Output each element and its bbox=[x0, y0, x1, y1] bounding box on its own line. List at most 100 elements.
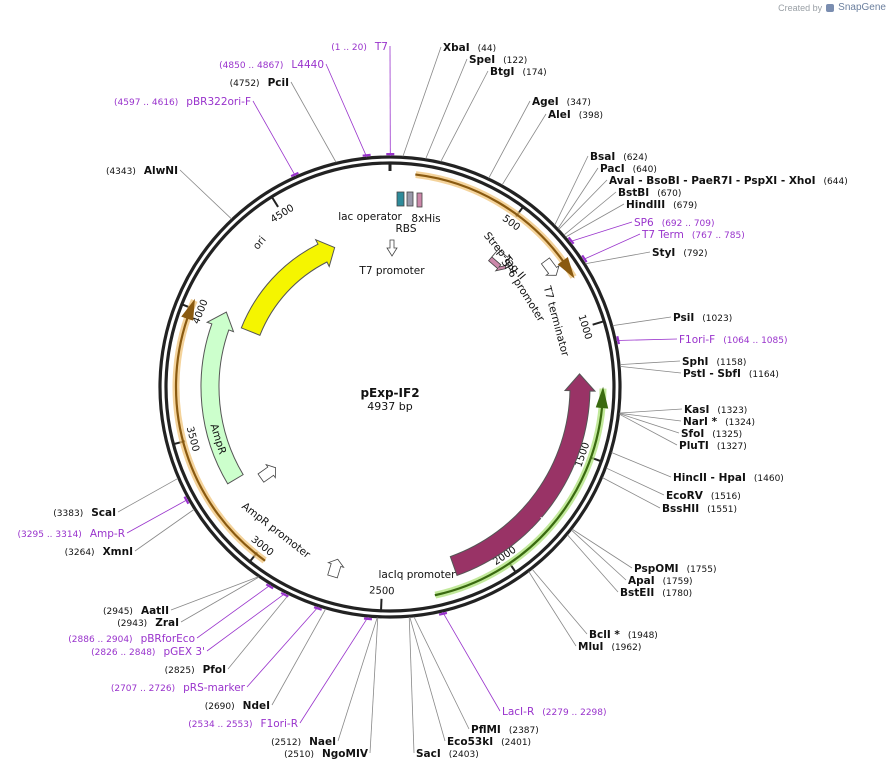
green-band-arrow bbox=[434, 386, 609, 597]
orange-band-arrow-left bbox=[174, 298, 266, 562]
leader-aatii bbox=[170, 576, 259, 611]
leader-ndei bbox=[271, 608, 327, 706]
site-label-pspomi: PspOMI(1755) bbox=[634, 563, 717, 575]
label-name: BstBI bbox=[618, 187, 649, 199]
label-position: (1164) bbox=[749, 370, 779, 380]
label-position: (3295 .. 3314) bbox=[18, 530, 82, 540]
label-name: T7 Term bbox=[641, 229, 684, 241]
label-name: AleI bbox=[548, 109, 571, 121]
leader-spei bbox=[425, 58, 468, 159]
label-position: (122) bbox=[503, 56, 527, 66]
plasmid-size: 4937 bp bbox=[367, 400, 412, 413]
label-name: F1ori-R bbox=[261, 718, 298, 730]
orange-band-arrow-top bbox=[415, 173, 575, 279]
primer-mark-pbrforeco bbox=[265, 583, 274, 590]
label-position: (4597 .. 4616) bbox=[114, 98, 178, 108]
site-label-pcii: (4752)PciI bbox=[230, 77, 289, 89]
label-position: (1948) bbox=[628, 631, 658, 641]
site-label-pluti: PluTI(1327) bbox=[679, 440, 747, 452]
site-label-saci: SacI(2403) bbox=[416, 748, 479, 760]
primer-label-laci-r: LacI-R(2279 .. 2298) bbox=[502, 706, 607, 718]
leader-btgi bbox=[440, 70, 489, 162]
label-name: BsaI bbox=[590, 151, 615, 163]
label-name: pBR322ori-F bbox=[186, 96, 251, 108]
primer-label-f1ori-f: F1ori-F(1064 .. 1085) bbox=[679, 334, 788, 346]
label-position: (2945) bbox=[103, 607, 133, 617]
label-name: AgeI bbox=[532, 96, 559, 108]
label-position: (1324) bbox=[725, 418, 755, 428]
label-name: SP6 bbox=[634, 217, 654, 229]
leader-l4440 bbox=[325, 63, 368, 158]
label-position: (1158) bbox=[716, 358, 746, 368]
label-name: PflMI bbox=[471, 724, 501, 736]
label-name: Eco53kI bbox=[447, 736, 493, 748]
feature-label-laciq-promoter: lacIq promoter bbox=[379, 569, 457, 581]
snapgene-logo-icon bbox=[826, 3, 835, 12]
primer-label-t7: (1 .. 20) T7 bbox=[331, 41, 388, 53]
site-label-sfoi: SfoI(1325) bbox=[681, 428, 742, 440]
primer-mark-f1ori-f bbox=[616, 335, 621, 345]
label-name: L4440 bbox=[291, 59, 324, 71]
site-label-scai: (3383)ScaI bbox=[53, 507, 116, 519]
site-label-pfoi: (2825)PfoI bbox=[165, 664, 226, 676]
label-name: T7 bbox=[374, 41, 388, 53]
primer-mark-f1ori-r bbox=[363, 617, 373, 621]
leader-styi bbox=[585, 251, 651, 265]
label-position: (4850 .. 4867) bbox=[219, 61, 283, 71]
label-position: (644) bbox=[824, 177, 848, 187]
site-label-alwni: (4343) AlwNI bbox=[106, 165, 178, 177]
site-label-pflmi: PflMI (2387) bbox=[471, 724, 539, 736]
label-position: (1 .. 20) bbox=[331, 43, 367, 53]
leader-sfoi bbox=[619, 413, 680, 434]
label-position: (640) bbox=[633, 165, 657, 175]
label-position: (1755) bbox=[687, 565, 717, 575]
label-name: AlwNI bbox=[144, 165, 178, 177]
leader-paci bbox=[557, 167, 599, 229]
label-name: StyI bbox=[652, 247, 675, 259]
label-position: (2534 .. 2553) bbox=[188, 720, 252, 730]
tick-label-4500: 4500 bbox=[269, 203, 296, 226]
label-position: (1023) bbox=[702, 314, 732, 324]
backbone-outer-ring bbox=[158, 155, 622, 619]
primer-label-sp6: SP6(692 .. 709) bbox=[634, 217, 715, 229]
snapgene-watermark: Created by SnapGene bbox=[778, 2, 886, 13]
label-position: (1327) bbox=[717, 442, 747, 452]
leader-ngomiv bbox=[369, 617, 379, 754]
label-position: (679) bbox=[673, 201, 697, 211]
label-name: BtgI bbox=[490, 66, 514, 78]
site-label-bsshii: BssHII(1551) bbox=[662, 503, 737, 515]
site-label-zrai: (2943)ZraI bbox=[117, 617, 179, 629]
leader-eco53ki bbox=[409, 617, 446, 742]
site-label-alei: AleI(398) bbox=[548, 109, 603, 121]
leader-prs-marker bbox=[246, 606, 319, 688]
plasmid-name: pExp-IF2 bbox=[360, 386, 419, 400]
primer-label-l4440: (4850 .. 4867) L4440 bbox=[219, 59, 324, 71]
site-label-styi: StyI(792) bbox=[652, 247, 708, 259]
primer-label-prs-marker: (2707 .. 2726)pRS-marker bbox=[111, 682, 246, 694]
leader-pgex-3 bbox=[206, 592, 286, 652]
feature-label-t7-terminator: T7 terminator bbox=[540, 284, 571, 359]
site-label-naei: (2512)NaeI bbox=[271, 736, 336, 748]
feature-ampr-promoter-arrow bbox=[257, 463, 277, 483]
feature-label-rbs: RBS bbox=[396, 223, 417, 235]
primer-label-f1ori-r: (2534 .. 2553) F1ori-R bbox=[188, 718, 298, 730]
site-label-sphi: SphI(1158) bbox=[682, 356, 746, 368]
feature-lac-operator-box bbox=[396, 191, 405, 207]
leader-mlui bbox=[528, 571, 577, 647]
label-position: (4343) bbox=[106, 167, 136, 177]
leader-naei bbox=[337, 617, 378, 742]
label-name: XbaI bbox=[443, 42, 470, 54]
tick-1000 bbox=[592, 320, 605, 326]
site-label-eco53ki: Eco53kI(2401) bbox=[447, 736, 531, 748]
site-label-psti-sbfi: PstI - SbfI(1164) bbox=[683, 368, 779, 380]
leader-pspomi bbox=[571, 528, 633, 569]
label-position: (2387) bbox=[509, 726, 539, 736]
label-name: pGEX 3' bbox=[163, 646, 205, 658]
leader-saci bbox=[408, 617, 415, 754]
leader-apai bbox=[571, 529, 627, 581]
primer-mark-t7-term bbox=[581, 254, 588, 263]
leader-f1ori-f bbox=[616, 338, 678, 341]
leader-t7-term bbox=[582, 233, 641, 261]
watermark-created-by: Created by bbox=[778, 2, 823, 13]
